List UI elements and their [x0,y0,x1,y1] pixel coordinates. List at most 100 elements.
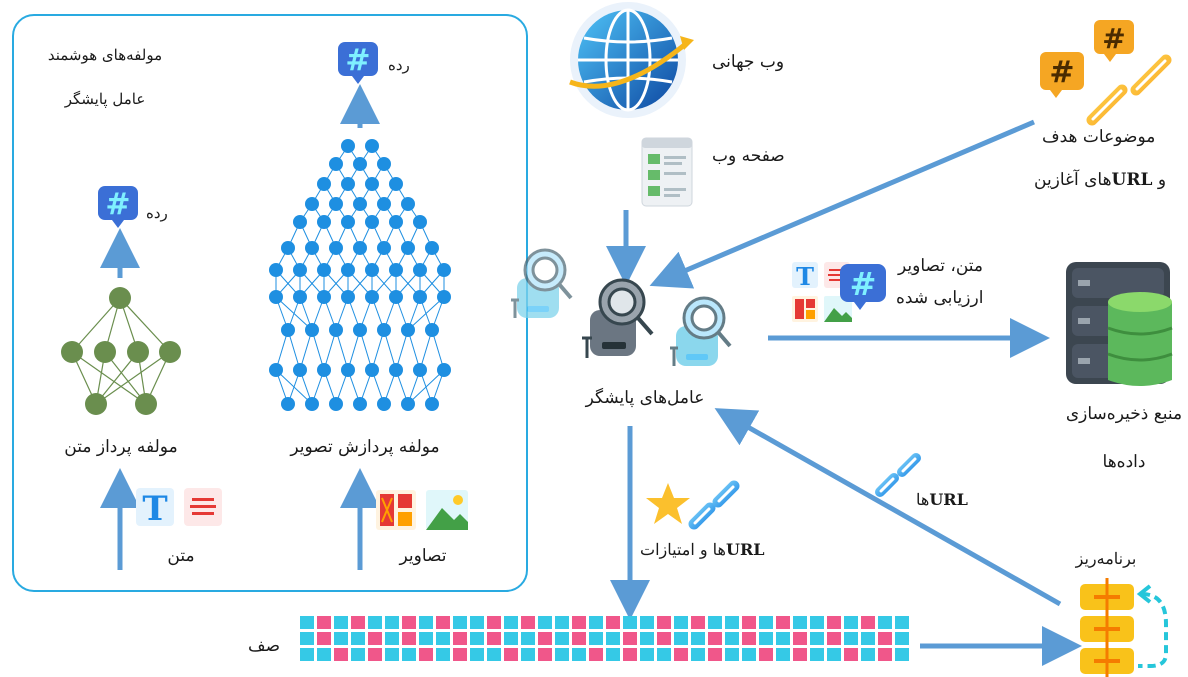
queue-cell [453,616,467,629]
arrow-scheduler-to-crawlers [714,408,1062,607]
targets-line2-rest: های آغازین [1034,170,1112,190]
network-node [135,393,157,415]
text-input-label: متن [167,546,195,566]
robot-icon [582,278,654,358]
queue-cell [487,616,501,629]
network-node [389,263,403,277]
queue-cell [725,648,739,661]
queue-cell [623,616,637,629]
queue-cell [504,616,518,629]
svg-text:#: # [345,43,370,78]
queue-cell [504,632,518,645]
queue-cell [861,616,875,629]
network-node [341,363,355,377]
network-node [305,397,319,411]
queue-cell [674,616,688,629]
queue-cell [895,648,909,661]
network-node [293,215,307,229]
svg-text:#: # [850,265,877,303]
queue-cell [640,648,654,661]
queue-cell [572,616,586,629]
queue-cell [368,648,382,661]
network-edge [119,297,171,353]
network-edge [104,351,147,405]
queue-cell [742,616,756,629]
network-node [401,241,415,255]
network-node [127,341,149,363]
network-node [341,290,355,304]
queue-cell [487,632,501,645]
network-node [365,290,379,304]
chain-link-icon [875,453,921,497]
evaluated-line2: ارزیابی شده [896,288,984,308]
network-node [377,323,391,337]
network-node [425,323,439,337]
queue-cell [538,648,552,661]
network-node [329,197,343,211]
panel-title-line1: مولفه‌های هوشمند [47,46,163,64]
network-node [377,157,391,171]
urls-back-bold: URL [929,490,968,509]
queue-cell [555,632,569,645]
queue-cell [623,648,637,661]
network-node [353,323,367,337]
queue-cell [623,632,637,645]
network-node [269,290,283,304]
text-output-label: رده [146,204,168,222]
network-node [437,263,451,277]
network-node [437,363,451,377]
queue-cell [385,648,399,661]
network-edge [95,351,139,405]
network-node [353,157,367,171]
queue-cell [810,632,824,645]
network-node [413,215,427,229]
queue-cell [776,632,790,645]
queue-cell [436,648,450,661]
queue-cell [470,648,484,661]
network-node [293,363,307,377]
queue-cell [861,632,875,645]
database-icon [1066,262,1173,386]
crawlers-label: عامل‌های پایشگر [585,388,705,408]
network-node [61,341,83,363]
queue-cell [606,632,620,645]
text-lines-icon [184,488,222,526]
queue-cell [827,632,841,645]
network-node [401,397,415,411]
queue-cell [878,632,892,645]
network-node [377,397,391,411]
queue-cell [572,632,586,645]
network-edge [71,297,121,353]
network-node [305,241,319,255]
network-node [317,363,331,377]
queue-cell [300,616,314,629]
targets-line2-bold: URL [1111,170,1153,190]
urls-back-rest: ها [916,490,930,509]
queue-cell [827,616,841,629]
queue-cell [878,648,892,661]
urls-scores-rest: ها و امتیازات [640,540,726,559]
queue-cell [555,648,569,661]
queue-cell [419,648,433,661]
queue-cell [640,616,654,629]
scheduler-icon [1080,578,1168,677]
network-node [413,363,427,377]
queue-cell [742,648,756,661]
queue-cell [385,632,399,645]
urls-scores-label: URLها و امتیازات [640,540,765,559]
queue-cell [521,648,535,661]
queue-cell [521,616,535,629]
queue-cell [827,648,841,661]
image-module-label: مولفه پردازش تصویر [290,437,440,457]
queue-cell [572,648,586,661]
network-node [353,241,367,255]
network-node [317,263,331,277]
network-node [365,177,379,191]
queue-cell [844,648,858,661]
image-processing-network [269,139,451,411]
queue-cell [606,616,620,629]
queue-cell [589,632,603,645]
network-node [85,393,107,415]
network-node [329,397,343,411]
